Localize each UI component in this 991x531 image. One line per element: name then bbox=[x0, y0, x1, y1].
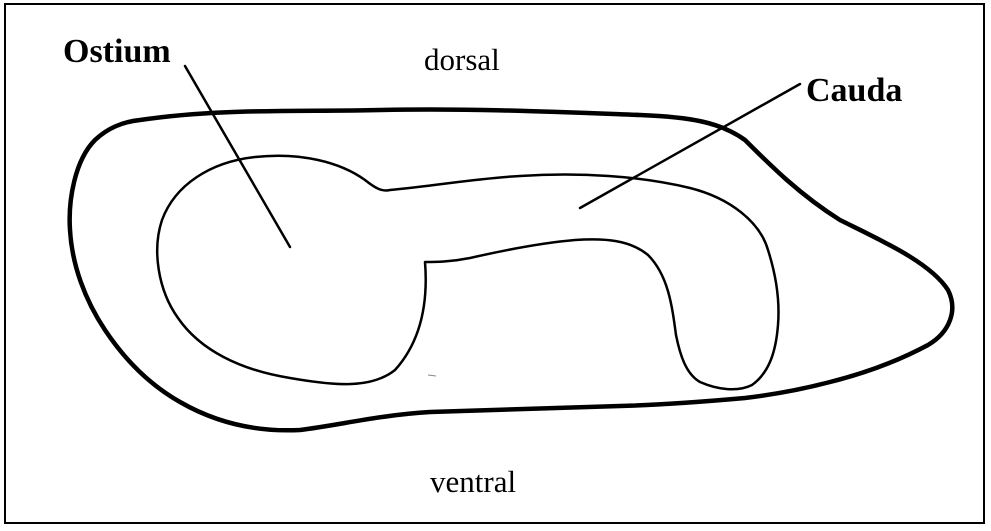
sulcus-outline bbox=[157, 156, 778, 390]
ostium-label: Ostium bbox=[63, 33, 171, 70]
cauda-pointer-line bbox=[580, 84, 800, 208]
cauda-label: Cauda bbox=[806, 72, 902, 109]
ventral-label: ventral bbox=[430, 464, 516, 499]
otolith-outer-outline bbox=[70, 109, 953, 430]
dorsal-label: dorsal bbox=[424, 42, 500, 77]
stray-mark bbox=[428, 375, 436, 376]
